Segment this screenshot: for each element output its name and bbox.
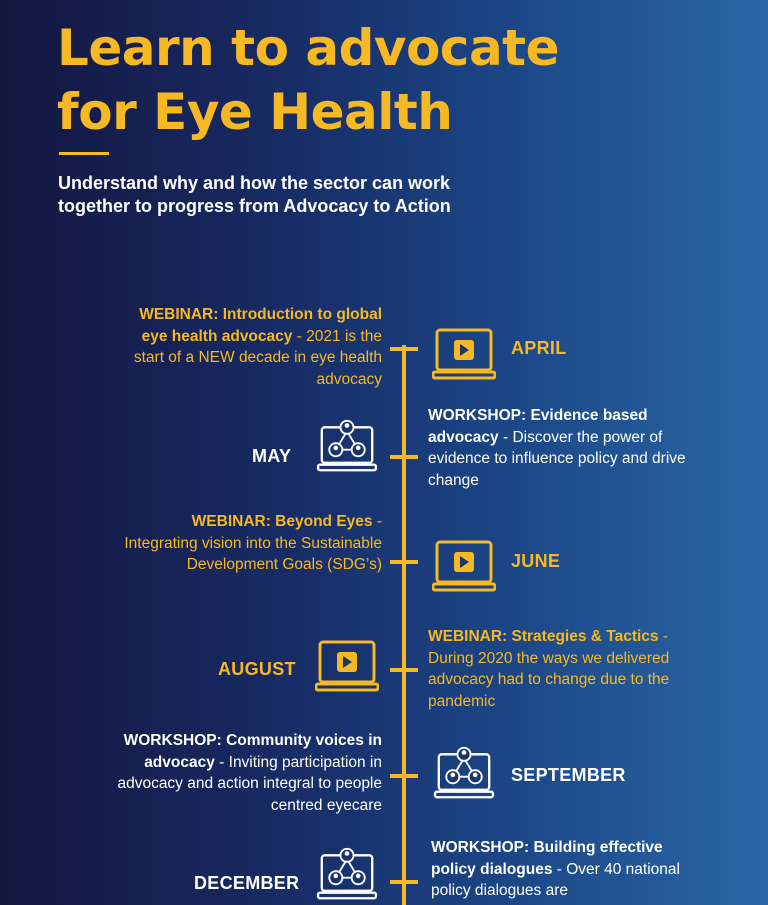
timeline-axis xyxy=(402,345,406,905)
event-description-december: WORKSHOP: Building effective policy dial… xyxy=(431,837,691,902)
event-description-august: WEBINAR: Strategies & Tactics - During 2… xyxy=(428,626,698,712)
event-title: WEBINAR: Beyond Eyes xyxy=(191,513,373,530)
network-people-laptop-icon xyxy=(316,419,378,472)
title-underline xyxy=(59,152,109,155)
timeline-tick-september xyxy=(390,774,418,778)
network-people-laptop-icon xyxy=(433,746,495,799)
event-text: - Inviting participation in advocacy and… xyxy=(117,753,382,814)
video-play-laptop-icon xyxy=(432,328,496,380)
event-title: WEBINAR: Strategies & Tactics xyxy=(428,628,659,645)
page-title: Learn to advocate for Eye Health xyxy=(57,16,560,144)
timeline-tick-june xyxy=(390,560,418,564)
subtitle-line-1: Understand why and how the sector can wo… xyxy=(58,173,451,193)
page-subtitle: Understand why and how the sector can wo… xyxy=(58,172,578,218)
event-text: - Integrating vision into the Sustainabl… xyxy=(124,513,382,573)
network-people-laptop-icon xyxy=(316,847,378,900)
month-label-december: DECEMBER xyxy=(194,873,300,893)
video-play-laptop-icon xyxy=(432,540,496,592)
event-text: - Discover the power of evidence to infl… xyxy=(428,428,686,489)
month-label-june: JUNE xyxy=(511,551,561,571)
event-title: WORKSHOP: Evidence based advocacy xyxy=(428,407,648,446)
timeline-tick-august xyxy=(390,668,418,672)
timeline-tick-april xyxy=(390,347,418,351)
month-label-august: AUGUST xyxy=(218,659,296,679)
title-line-2: for Eye Health xyxy=(57,83,453,141)
event-description-september: WORKSHOP: Community voices in advocacy -… xyxy=(100,730,382,816)
month-label-may: MAY xyxy=(252,446,292,466)
month-label-september: SEPTEMBER xyxy=(511,765,626,785)
event-description-june: WEBINAR: Beyond Eyes - Integrating visio… xyxy=(120,511,382,576)
event-description-april: WEBINAR: Introduction to global eye heal… xyxy=(110,304,382,390)
subtitle-line-2: together to progress from Advocacy to Ac… xyxy=(58,196,451,216)
video-play-laptop-icon xyxy=(315,640,379,692)
event-text: - 2021 is the start of a NEW decade in e… xyxy=(133,327,382,388)
event-text: - During 2020 the ways we delivered advo… xyxy=(428,628,670,710)
event-title: WORKSHOP: Community voices in advocacy xyxy=(123,732,382,771)
event-title: WORKSHOP: Building effective policy dial… xyxy=(431,839,663,878)
title-line-1: Learn to advocate xyxy=(57,19,560,77)
event-description-may: WORKSHOP: Evidence based advocacy - Disc… xyxy=(428,405,688,491)
timeline-tick-december xyxy=(390,880,418,884)
event-text: - Over 40 national policy dialogues are xyxy=(431,860,680,900)
event-title: WEBINAR: Introduction to global eye heal… xyxy=(139,306,382,345)
timeline-tick-may xyxy=(390,455,418,459)
month-label-april: APRIL xyxy=(511,338,567,358)
